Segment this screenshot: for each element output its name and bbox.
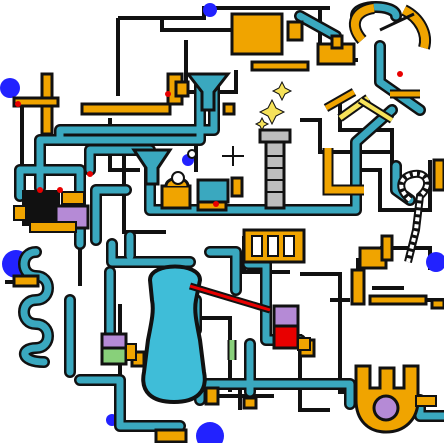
chain-hose (397, 169, 432, 263)
left-pump-machine (13, 187, 90, 233)
funnel-left (131, 148, 173, 186)
tool-crossbar (357, 96, 395, 124)
crank-wheel[interactable] (348, 2, 431, 50)
red-dots (15, 71, 403, 207)
red-furnace (272, 304, 311, 351)
spark-effect (254, 80, 293, 132)
orb-catcher[interactable] (354, 364, 437, 434)
star-sparkle (187, 146, 244, 166)
orange-l-bar (322, 148, 364, 196)
red-beam (188, 282, 272, 314)
green-purple-block (100, 332, 137, 366)
boiler-unit (164, 171, 230, 204)
reactor-tank (141, 264, 207, 405)
counter-panel[interactable] (242, 228, 306, 264)
pipe-network (14, 1, 444, 432)
ladder-tower (258, 128, 292, 210)
funnel-top (184, 72, 232, 112)
